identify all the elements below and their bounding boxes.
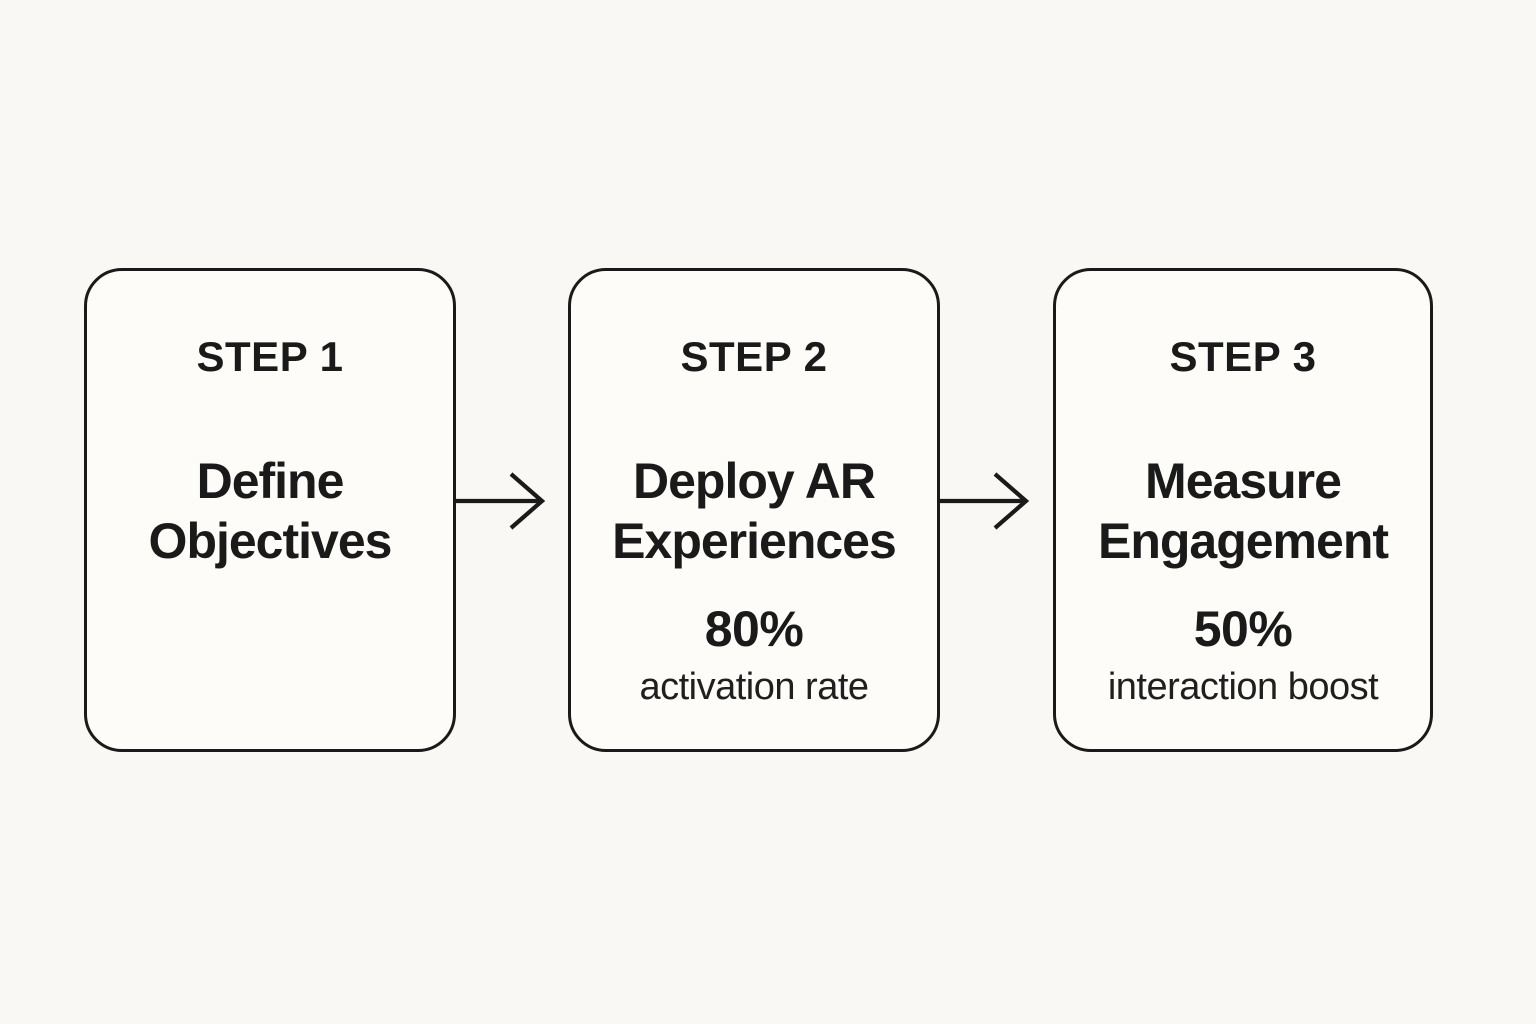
step-label: STEP 3 xyxy=(1169,333,1317,380)
arrow-right-icon xyxy=(938,472,1030,530)
stat-value: 50% xyxy=(1193,601,1293,658)
stat-label: interaction boost xyxy=(1107,665,1379,708)
step-box-deploy-ar-experiences: STEP 2 Deploy AR Experiences 80% activat… xyxy=(568,268,940,752)
step-label: STEP 2 xyxy=(680,333,828,380)
step-label: STEP 1 xyxy=(196,333,344,380)
step-box-define-objectives: STEP 1 Define Objectives xyxy=(84,268,456,752)
stat-value: 80% xyxy=(704,601,804,658)
step-title: Measure Engagement xyxy=(1097,453,1389,570)
stat-label: activation rate xyxy=(639,665,869,708)
step-title: Define Objectives xyxy=(148,453,393,570)
step-box-measure-engagement: STEP 3 Measure Engagement 50% interactio… xyxy=(1053,268,1433,752)
step-title: Deploy AR Experiences xyxy=(612,453,897,570)
arrow-right-icon xyxy=(454,472,546,530)
